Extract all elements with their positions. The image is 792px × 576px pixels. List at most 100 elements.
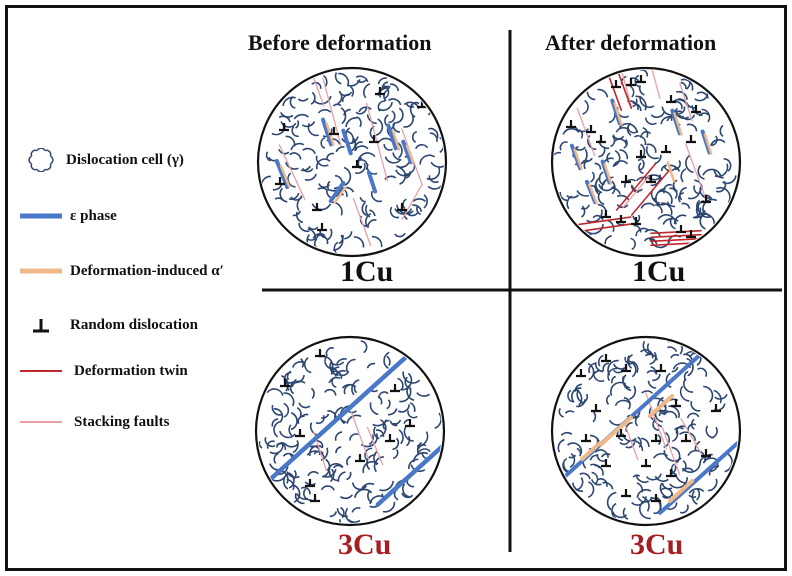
cell-arc [300,413,309,418]
random-dislocation-mark [636,150,646,159]
cell-arc [278,148,290,155]
epsilon-band [321,117,333,147]
cell-arc [397,404,410,413]
random-dislocation-mark [312,203,322,212]
alpha-prime-band [666,161,676,183]
cell-arc [627,360,637,378]
cell-arc [311,203,332,211]
cell-arc [691,490,698,505]
cell-arc [287,472,295,489]
cell-arc [288,424,293,437]
epsilon-band [375,435,442,507]
cell-arc [286,370,292,381]
cell-arc [602,362,610,372]
cell-arc [379,480,394,492]
cell-arc [681,202,691,209]
cell-arc [590,478,602,486]
cell-arc [388,98,402,106]
cell-arc [633,224,642,233]
micrograph-content [554,70,737,251]
cell-arc [315,155,329,167]
random-dislocation-mark [686,230,696,239]
title-after-deformation: After deformation [545,30,717,55]
stacking-fault [661,426,681,476]
random-dislocation-mark [566,120,576,129]
cell-arc [647,380,657,389]
cell-arc [560,431,573,436]
cell-arc [297,97,309,102]
random-dislocation-mark [646,175,656,184]
cell-arc [570,387,582,403]
cell-arc [714,393,728,400]
cell-arc [586,91,596,101]
cell-arc [396,204,414,215]
cell-arc [623,396,631,410]
cell-arc [635,474,649,483]
cell-arc [280,375,289,392]
cell-arc [326,228,333,241]
random-dislocation-mark [581,434,591,443]
random-dislocation-mark [279,123,289,132]
cell-arc [625,442,636,449]
micrograph-boundary [550,335,742,527]
cell-arc [373,450,378,466]
cell-arc [639,159,645,171]
random-dislocation-mark [666,95,676,104]
epsilon-band [274,159,290,189]
cell-arc [273,420,282,438]
cell-arc [407,410,418,419]
cell-arc [392,437,400,451]
cell-arc [710,139,726,146]
alpha-prime-band [667,479,695,503]
cell-arc [663,450,682,462]
cell-arc [616,203,629,209]
epsilon-band [658,437,738,515]
cell-arc [576,389,583,403]
random-dislocation-mark [405,419,415,428]
micrograph-content [258,340,442,523]
cell-arc [386,399,391,410]
cell-arc [296,407,302,418]
cell-arc [598,171,604,185]
alpha-prime-band [647,394,675,418]
cell-arc [300,165,311,172]
micrograph-after-1cu [550,66,742,258]
cell-arc [353,236,365,248]
cell-arc [616,194,630,201]
cell-arc [652,419,660,432]
cell-arc [285,135,296,147]
epsilon-band [700,129,712,155]
alpha-prime-band [599,415,633,447]
cell-arc [290,142,305,151]
cell-arc [615,126,630,133]
cell-arc [292,210,301,217]
cell-arc [653,197,667,206]
cell-arc [671,446,681,464]
cell-arc [590,171,595,183]
cell-arc [590,463,601,469]
random-dislocation-mark [385,434,395,443]
cell-arc [652,373,661,382]
cell-arc [650,111,665,119]
cell-arc [673,214,687,225]
cell-arc [398,429,404,445]
cell-arc [402,371,421,384]
cell-arc [321,458,331,478]
cell-arc [423,194,428,209]
cell-arc [634,415,640,427]
cell-arc [338,370,350,377]
random-dislocation-mark [596,135,606,144]
random-dislocation-mark [676,225,686,234]
cell-arc [644,229,662,238]
cell-arc [574,388,583,406]
cell-arc [579,472,591,480]
random-dislocation-mark [701,195,711,204]
cell-arc [657,190,673,205]
sample-label-3cu-after: 3Cu [630,528,684,561]
cell-arc [290,195,303,201]
cell-arc [334,406,343,419]
alpha-prime-band [588,183,598,205]
cell-arc [696,199,701,211]
cell-arc [321,413,330,419]
random-dislocation-mark [369,135,379,144]
